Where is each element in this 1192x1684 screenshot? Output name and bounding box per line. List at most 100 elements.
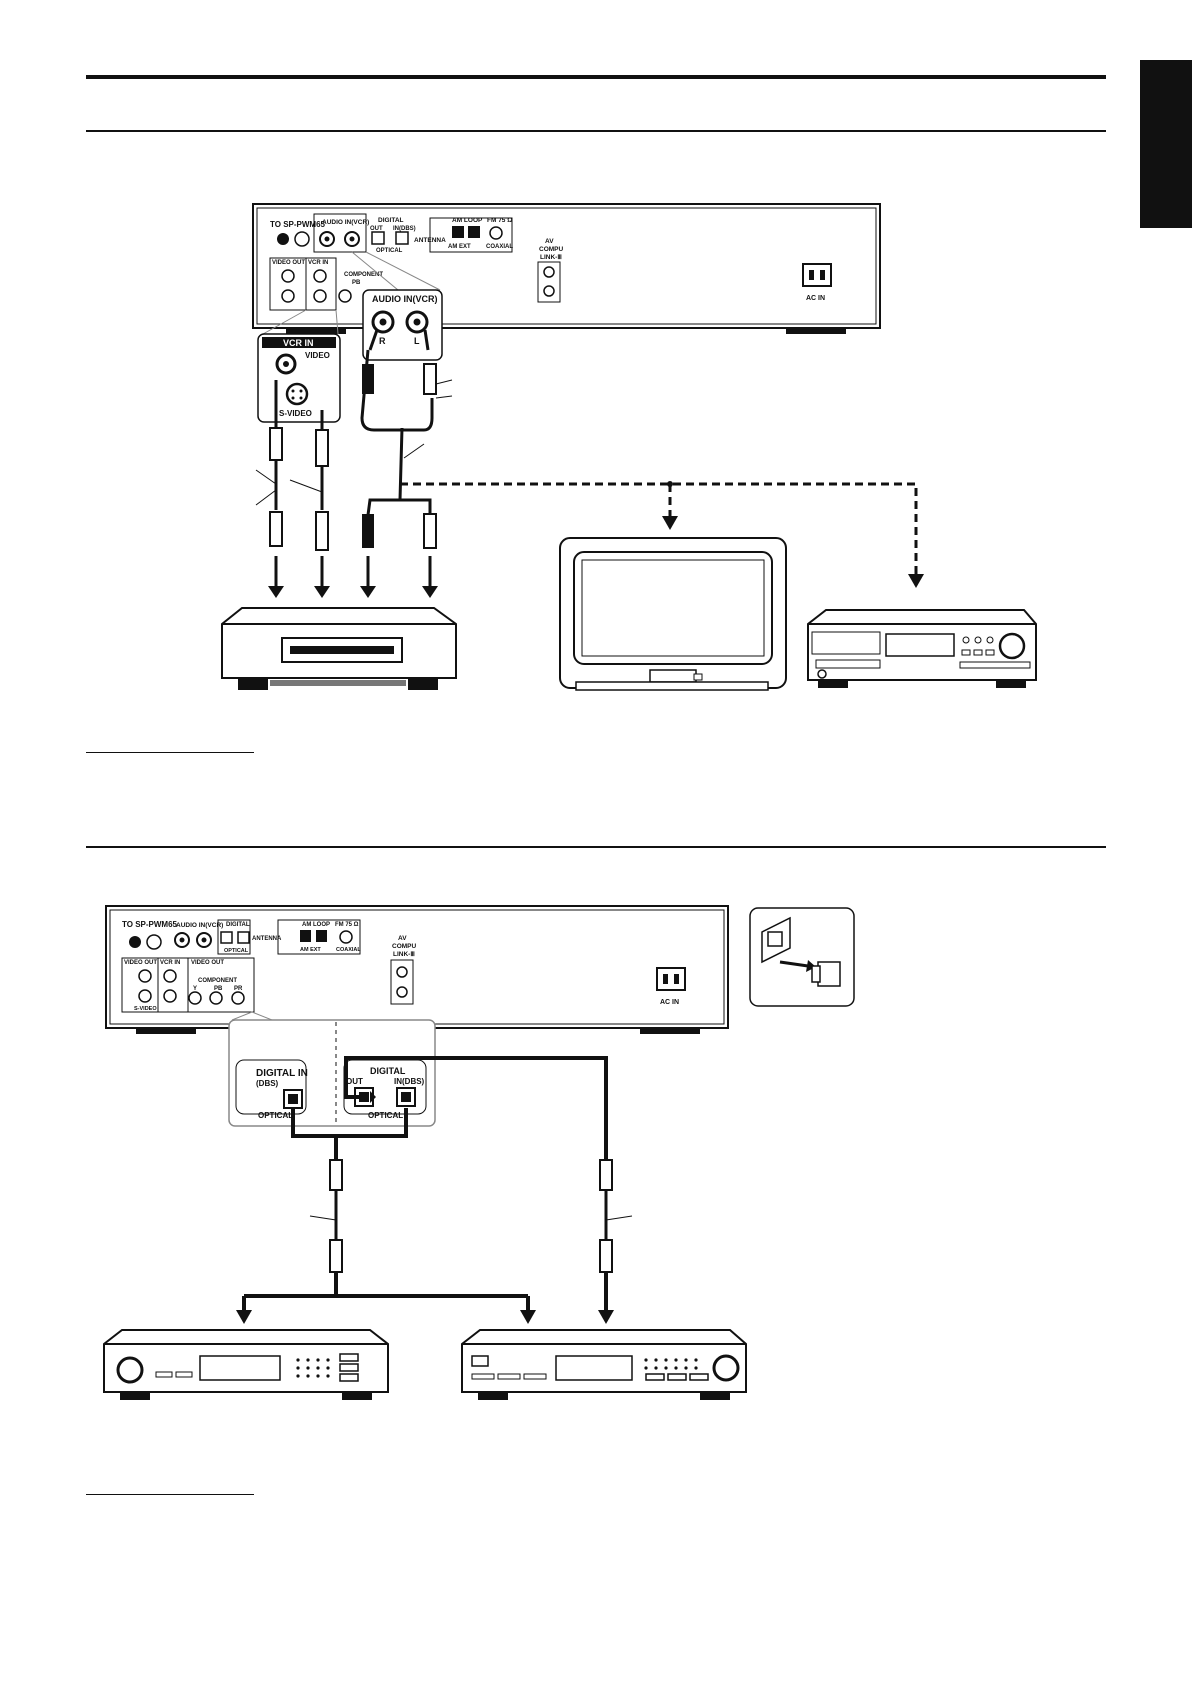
video-out-label: VIDEO OUT: [272, 260, 305, 266]
optical-out-port: [371, 231, 385, 245]
am-loop-label-2: AM LOOP: [302, 922, 330, 928]
audio-callout-title: AUDIO IN(VCR): [372, 294, 438, 304]
optical-in-port: [395, 231, 409, 245]
fm-label: FM 75 Ω: [487, 217, 512, 224]
video-out-label-2b: VIDEO OUT: [191, 960, 224, 966]
cassette-deck-device: [807, 609, 1037, 688]
y-label-2: Y: [193, 986, 197, 992]
ac-in-label-2: AC IN: [660, 999, 679, 1006]
optical-label: OPTICAL: [376, 248, 403, 254]
fm-coaxial-jack: [489, 226, 503, 240]
section2-rule: [86, 846, 1106, 848]
digital-in-title: DIGITAL IN: [256, 1068, 308, 1079]
digital-right-title: DIGITAL: [370, 1066, 406, 1076]
callout-r-jack: [371, 310, 395, 334]
vcr-in-label-2: VCR IN: [160, 960, 180, 966]
audio-plug-r-top: [362, 364, 374, 394]
antenna-label-2: ANTENNA: [252, 936, 282, 942]
av-label: AV: [545, 238, 554, 245]
sp-connector-b: [294, 231, 310, 247]
audio-l-jack: [344, 231, 360, 247]
section1-cables: [255, 329, 924, 598]
dbs-tuner-device: [103, 1329, 389, 1400]
note-rule-1: [86, 752, 254, 753]
digital-label-2: DIGITAL: [226, 922, 250, 928]
optical-plug-left-bottom: [329, 1239, 343, 1273]
am-terminal-1: [452, 226, 464, 238]
component-jack: [338, 289, 352, 303]
video-out-label-2: VIDEO OUT: [124, 960, 157, 966]
audio-plug-l-bottom: [423, 513, 437, 549]
digital-callout: DIGITAL IN (DBS) OPTICAL DIGITAL OUT IN(…: [228, 1011, 436, 1127]
vcr-video-in-jack: [313, 269, 327, 283]
in-dbs-label: IN(DBS): [393, 226, 416, 232]
audio-in-label: AUDIO IN(VCR): [322, 219, 369, 226]
vcr-in-label-panel: VCR IN: [308, 260, 328, 266]
am-ext-label: AM EXT: [448, 244, 471, 250]
s-video-label-2a: S-VIDEO: [134, 1006, 157, 1012]
coaxial-label-2: COAXIAL: [336, 947, 361, 953]
av-label-2: AV: [398, 935, 407, 942]
digital-recorder-device: [461, 1329, 747, 1400]
link-label-2: LINK-Ⅲ: [393, 950, 415, 958]
pr-label-2: PR: [234, 986, 243, 992]
sp-connector-a: [277, 233, 289, 245]
video-plug-bottom: [269, 511, 283, 547]
optical-label-2: OPTICAL: [224, 948, 249, 954]
section1-rule: [86, 130, 1106, 132]
s-video-plug-bottom: [315, 511, 329, 551]
audio-plug-l-top: [423, 363, 437, 395]
video-out-jack: [281, 269, 295, 283]
digital-in-optical: OPTICAL: [258, 1111, 293, 1120]
vcr-s-video-in-jack: [313, 289, 327, 303]
ac-inlet: [802, 263, 832, 287]
pb-label: PB: [352, 280, 361, 286]
digital-right-optical: OPTICAL: [368, 1111, 403, 1120]
optical-cap-inset: [749, 907, 855, 1007]
audio-in-callout: AUDIO IN(VCR) R L: [351, 251, 443, 361]
vcr-callout-s-video-jack: [285, 382, 309, 406]
component-label: COMPONENT: [344, 272, 383, 278]
optical-plug-right-bottom: [599, 1239, 613, 1273]
receiver-rear-panel-2: TO SP-PWM65 AUDIO IN(VCR) DIGITAL OPTICA…: [105, 905, 729, 1034]
vcr-in-callout: VCR IN VIDEO S-VIDEO: [257, 309, 341, 423]
compu-link-jack-1: [543, 266, 555, 278]
coaxial-label: COAXIAL: [486, 244, 513, 250]
vcr-callout-video-label: VIDEO: [305, 351, 330, 360]
link-label: LINK-Ⅲ: [540, 253, 562, 261]
callout-l-label: L: [414, 336, 420, 346]
digital-right-in: IN(DBS): [394, 1077, 425, 1086]
fm-label-2: FM 75 Ω: [335, 922, 359, 928]
audio-plug-r-bottom: [362, 514, 374, 548]
tv-device: [559, 537, 787, 691]
am-ext-label-2: AM EXT: [300, 947, 321, 953]
optical-plug-right-top: [599, 1159, 613, 1191]
compu-link-jack-2: [543, 285, 555, 297]
digital-label: DIGITAL: [378, 217, 404, 224]
compu-label: COMPU: [539, 246, 564, 253]
component-label-2: COMPONENT: [198, 978, 237, 984]
vcr-callout-video-jack: [275, 353, 297, 375]
pb-label-2: PB: [214, 986, 223, 992]
audio-r-jack: [319, 231, 335, 247]
receiver-rear-panel-1: TO SP-PWM65 AUDIO IN(VCR) DIGITAL OUT IN…: [252, 203, 881, 334]
video-plug-top: [269, 427, 283, 461]
s-video-plug-top: [315, 429, 329, 467]
section2-cables: [236, 1056, 633, 1324]
s-video-out-jack: [281, 289, 295, 303]
out-label: OUT: [370, 226, 383, 232]
side-tab: [1140, 60, 1192, 228]
callout-r-label: R: [379, 336, 386, 346]
model-label-2: TO SP-PWM65: [122, 920, 178, 929]
ac-in-label: AC IN: [806, 295, 825, 302]
optical-plug-left-top: [329, 1159, 343, 1191]
top-rule: [86, 75, 1106, 79]
vcr-device: [221, 607, 457, 690]
am-loop-label: AM LOOP: [452, 217, 483, 224]
audio-in-label-2: AUDIO IN(VCR): [176, 922, 223, 929]
vcr-callout-title: VCR IN: [283, 338, 314, 348]
model-label: TO SP-PWM65: [270, 220, 326, 229]
digital-in-sub: (DBS): [256, 1079, 279, 1088]
vcr-callout-s-video-label: S-VIDEO: [279, 409, 312, 418]
